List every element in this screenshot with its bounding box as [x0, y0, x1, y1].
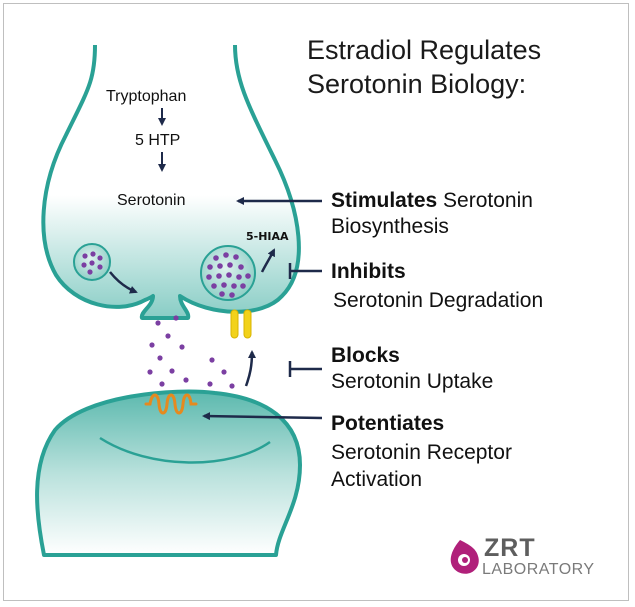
postsynaptic-inner-curve — [99, 436, 271, 464]
effect-inhibits-line2: Serotonin Degradation — [333, 289, 544, 312]
effect-stimulates-verb: Stimulates — [331, 189, 438, 212]
vesicle-transport-arrow — [109, 271, 138, 294]
pathway-tryptophan: Tryptophan — [106, 88, 187, 105]
effect-inhibits: Inhibits — [331, 259, 406, 285]
effect-potentiates-verb: Potentiates — [331, 412, 445, 435]
released-serotonin — [147, 315, 235, 389]
effect-potentiates: Potentiates — [331, 411, 444, 437]
pathway-serotonin: Serotonin — [117, 192, 186, 209]
logo-subtitle: LABORATORY — [482, 561, 595, 578]
effect-stimulates-line1: Serotonin — [437, 189, 533, 212]
large-vesicle — [200, 245, 256, 301]
title-line-2: Serotonin Biology: — [307, 69, 527, 99]
serotonin-receptor — [144, 393, 198, 415]
zrt-logo-icon — [450, 540, 479, 574]
effect-blocks-line2: Serotonin Uptake — [331, 370, 494, 393]
effect-blocks-verb: Blocks — [331, 344, 400, 367]
effect-stimulates: Stimulates Serotonin — [331, 188, 533, 214]
effect-blocks: Blocks — [331, 343, 400, 369]
potentiates-arrow — [202, 412, 323, 421]
degradation-arrow — [260, 248, 276, 273]
logo-brand: ZRT — [484, 534, 536, 562]
effect-connectors — [202, 197, 323, 421]
reuptake-transporter — [230, 309, 252, 339]
effect-inhibits-verb: Inhibits — [331, 260, 406, 283]
small-vesicle — [73, 243, 111, 281]
effect-potentiates-line3: Activation — [331, 468, 423, 491]
title-line-1: Estradiol Regulates — [307, 35, 542, 65]
metabolite-5hiaa-label: 5-HIAA — [246, 230, 289, 243]
effect-stimulates-line2: Biosynthesis — [331, 215, 449, 238]
effect-potentiates-line2: Serotonin Receptor — [331, 441, 512, 464]
figure-border — [3, 3, 629, 601]
postsynaptic-terminal — [35, 389, 302, 557]
pathway-5htp: 5 HTP — [135, 132, 181, 149]
reuptake-arrow — [244, 350, 256, 387]
